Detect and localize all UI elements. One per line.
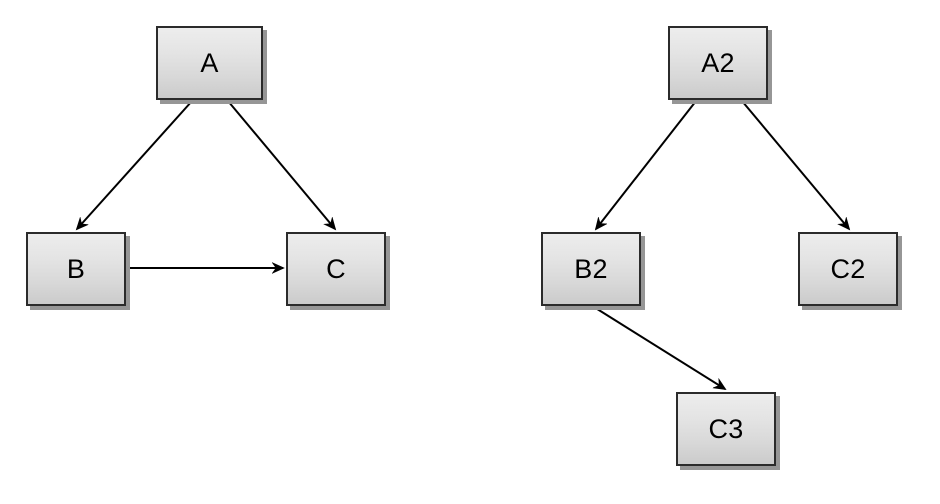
node-b[interactable]: B: [26, 232, 126, 306]
node-c2[interactable]: C2: [798, 232, 898, 306]
node-label-a: A: [200, 47, 219, 78]
edges-group: [77, 100, 849, 389]
node-a2[interactable]: A2: [668, 26, 768, 100]
edge-a2-to-c2: [741, 100, 849, 229]
node-c3[interactable]: C3: [676, 392, 776, 466]
node-label-c2: C2: [830, 253, 866, 284]
edge-b2-to-c3: [593, 306, 725, 389]
node-label-b2: B2: [574, 253, 608, 284]
node-label-a2: A2: [701, 47, 735, 78]
node-label-c: C: [326, 253, 346, 284]
node-label-b: B: [66, 253, 86, 284]
node-c[interactable]: C: [286, 232, 386, 306]
edge-a-to-c: [227, 100, 335, 229]
edge-a-to-b: [77, 100, 193, 229]
edge-a2-to-b2: [596, 100, 697, 229]
node-a[interactable]: A: [156, 26, 263, 100]
node-b2[interactable]: B2: [541, 232, 641, 306]
node-label-c3: C3: [708, 413, 744, 444]
